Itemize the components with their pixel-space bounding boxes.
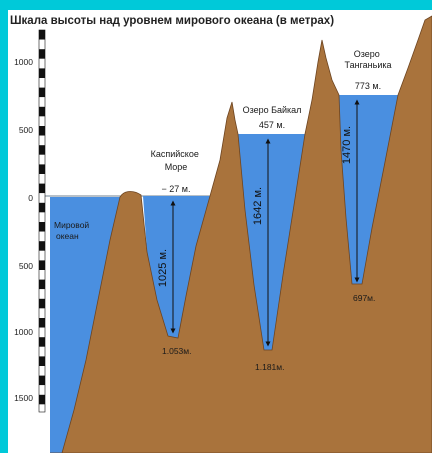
scale-outline bbox=[38, 29, 46, 413]
scale-tick-label: 500 bbox=[19, 125, 33, 135]
scale-segment bbox=[39, 241, 45, 251]
scale-segment bbox=[39, 318, 45, 328]
scale-segment bbox=[39, 404, 45, 412]
scale-segment bbox=[39, 394, 45, 405]
scale-segment bbox=[39, 375, 45, 386]
scale-segment bbox=[39, 68, 45, 78]
scale-segment bbox=[39, 106, 45, 117]
scale-segment bbox=[39, 231, 45, 242]
land-profile bbox=[50, 15, 432, 453]
scale-segment bbox=[39, 164, 45, 174]
tanganyika-bottom-label: 697м. bbox=[353, 293, 375, 303]
scale-segment bbox=[39, 193, 45, 203]
scale-segment bbox=[39, 260, 45, 270]
scale-segment bbox=[39, 87, 45, 98]
scale-tick-label: 1000 bbox=[14, 327, 33, 337]
scale-segment bbox=[39, 39, 45, 50]
scale-segment bbox=[39, 279, 45, 290]
caspian-bottom-label: 1.053м. bbox=[162, 346, 191, 356]
scale-segment bbox=[39, 116, 45, 126]
scale-segment bbox=[39, 298, 45, 309]
scale-segment bbox=[39, 385, 45, 395]
scale-segment bbox=[39, 366, 45, 376]
tanganyika-depth-label: 1470 м. bbox=[341, 126, 353, 164]
tanganyika-name-label: Озеро Танганьика bbox=[345, 49, 392, 70]
scale-segment bbox=[39, 78, 45, 88]
scale-segment bbox=[39, 289, 45, 299]
scale-tick-label: 500 bbox=[19, 261, 33, 271]
scale-segment bbox=[39, 202, 45, 213]
scale-segment bbox=[39, 154, 45, 165]
scale-segment bbox=[39, 337, 45, 347]
caspian-depth-label: 1025 м. bbox=[157, 249, 169, 287]
baikal-name-label: Озеро Байкал bbox=[243, 105, 302, 115]
altitude-scale-labels: 1000 500 0 500 1000 1500 bbox=[14, 57, 33, 403]
caspian-surface-label: − 27 м. bbox=[162, 184, 191, 194]
world-ocean-water bbox=[50, 197, 120, 453]
scale-segment bbox=[39, 327, 45, 338]
baikal-bottom-label: 1.181м. bbox=[255, 362, 284, 372]
diagram-title: Шкала высоты над уровнем мирового океана… bbox=[10, 15, 334, 27]
scale-segment bbox=[39, 356, 45, 366]
scale-segment bbox=[39, 346, 45, 357]
baikal-lake-water bbox=[238, 134, 305, 350]
scale-segment bbox=[39, 308, 45, 318]
scale-segment bbox=[39, 250, 45, 261]
world-ocean-label: Мировой океан bbox=[54, 220, 92, 241]
scale-segment bbox=[39, 126, 45, 136]
scale-tick-label: 1000 bbox=[14, 57, 33, 67]
baikal-depth-label: 1642 м. bbox=[252, 187, 264, 225]
scale-segment bbox=[39, 145, 45, 155]
scale-segment bbox=[39, 174, 45, 184]
scale-segment bbox=[39, 97, 45, 107]
scale-tick-label: 0 bbox=[28, 193, 33, 203]
caspian-name-label: Каспийское Море bbox=[151, 149, 202, 172]
scale-segment bbox=[39, 30, 45, 40]
scale-segment bbox=[39, 49, 45, 59]
scale-tick-label: 1500 bbox=[14, 393, 33, 403]
scale-segment bbox=[39, 58, 45, 69]
caspian-sea-water bbox=[143, 196, 210, 338]
scale-segment bbox=[39, 183, 45, 194]
scale-segment bbox=[39, 212, 45, 222]
baikal-surface-label: 457 м. bbox=[259, 120, 285, 130]
scale-segment bbox=[39, 222, 45, 232]
scale-segment bbox=[39, 135, 45, 146]
tanganyika-lake-water bbox=[339, 95, 398, 284]
altitude-scale-bar bbox=[38, 29, 46, 413]
tanganyika-surface-label: 773 м. bbox=[355, 81, 381, 91]
scale-segment bbox=[39, 270, 45, 280]
